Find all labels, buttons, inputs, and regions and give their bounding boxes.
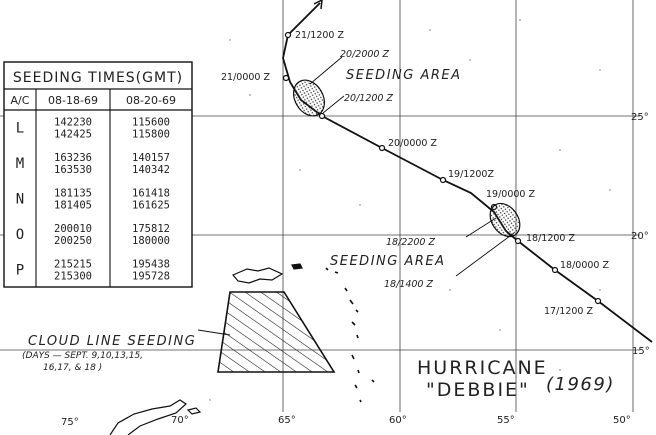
seeding-area-upper-label: SEEDING AREA xyxy=(346,68,462,83)
longitude-60: 60° xyxy=(389,415,407,426)
table-header-date2: 08-20-69 xyxy=(126,94,176,107)
table-cell-time: 140342 xyxy=(132,164,170,176)
label-18-1200: 18/1200 Z xyxy=(526,233,575,244)
table-cell-time: 140157 xyxy=(132,152,170,164)
marker-21-0000 xyxy=(282,74,290,82)
seeding-area-lower-ellipse xyxy=(489,202,521,238)
longitude-70: 70° xyxy=(171,415,189,426)
cloud-line-days-1: (DAYS — SEPT. 9,10,13,15, xyxy=(22,351,143,361)
table-cell-aircraft: L xyxy=(16,121,24,137)
seeding-area-lower-label: SEEDING AREA xyxy=(330,254,446,269)
island-cuba xyxy=(109,399,187,435)
label-18-1400: 18/1400 Z xyxy=(384,279,433,290)
label-18-2200: 18/2200 Z xyxy=(386,237,435,248)
seeding-area-upper-ellipse xyxy=(292,79,326,117)
speckle xyxy=(209,19,611,401)
table-cell-time: 142425 xyxy=(54,129,92,141)
table-cell-time: 200010 xyxy=(54,223,92,235)
table-cell-aircraft: O xyxy=(16,227,24,243)
table-cell-aircraft: P xyxy=(16,262,24,278)
track-arrow xyxy=(313,0,323,10)
table-cell-time: 215300 xyxy=(54,270,92,282)
table-cell-time: 115600 xyxy=(132,117,170,129)
table-header-date1: 08-18-69 xyxy=(48,94,98,107)
lesser-antilles xyxy=(325,267,375,403)
marker-17-1200 xyxy=(594,297,602,305)
island-hispaniola xyxy=(232,267,284,284)
latitude-labels: 25° 20° 15° xyxy=(631,112,650,357)
marker-20-1200 xyxy=(318,112,326,120)
longitude-75: 75° xyxy=(61,417,79,428)
table-cell-time: 195438 xyxy=(132,258,170,270)
marker-18-0000 xyxy=(551,266,559,274)
marker-20-0000 xyxy=(378,144,386,152)
table-cell-time: 115800 xyxy=(132,129,170,141)
label-18-0000: 18/0000 Z xyxy=(560,260,609,271)
table-cell-time: 175812 xyxy=(132,223,170,235)
table-frame xyxy=(3,61,193,288)
latitude-20: 20° xyxy=(631,231,649,242)
marker-18-1200 xyxy=(514,237,522,245)
longitude-labels: 75° 70° 65° 60° 55° 50° xyxy=(61,415,631,428)
table-cell-time: 163236 xyxy=(54,152,92,164)
island-jamaica xyxy=(186,407,202,415)
table-header-ac: A/C xyxy=(11,94,30,107)
track-labels: 21/1200 Z 21/0000 Z 20/2000 Z 20/1200 Z … xyxy=(221,30,609,317)
hurricane-year: (1969) xyxy=(546,374,615,395)
table-cell-aircraft: N xyxy=(16,192,24,208)
table-cell-time: 195728 xyxy=(132,270,170,282)
label-19-0000: 19/0000 Z xyxy=(486,189,535,200)
label-21-0000: 21/0000 Z xyxy=(221,72,270,83)
table-cell-aircraft: M xyxy=(16,156,24,172)
longitude-50: 50° xyxy=(613,415,631,426)
marker-19-1200 xyxy=(439,176,447,184)
marker-21-1200 xyxy=(284,31,292,39)
table-cell-time: 161418 xyxy=(132,188,170,200)
longitude-55: 55° xyxy=(497,415,515,426)
table-cell-time: 181135 xyxy=(54,188,92,200)
label-20-2000: 20/2000 Z xyxy=(340,49,389,60)
label-20-1200: 20/1200 Z xyxy=(344,93,393,104)
longitude-65: 65° xyxy=(278,415,296,426)
table-cell-time: 181405 xyxy=(54,200,92,212)
table-cell-time: 215215 xyxy=(54,258,92,270)
label-17-1200: 17/1200 Z xyxy=(544,306,593,317)
cloud-line-seeding-area xyxy=(217,291,336,373)
table-cell-time: 180000 xyxy=(132,235,170,247)
cloud-line-seeding-label: CLOUD LINE SEEDING xyxy=(28,334,196,349)
table-cell-time: 163530 xyxy=(54,164,92,176)
label-20-0000: 20/0000 Z xyxy=(388,138,437,149)
hurricane-title-line1: HURRICANE xyxy=(417,357,548,379)
island-puerto-rico xyxy=(291,263,303,270)
leader-lines xyxy=(197,56,515,336)
table-cell-time: 142230 xyxy=(54,117,92,129)
latitude-25: 25° xyxy=(631,112,649,123)
hurricane-title-line2: "DEBBIE" xyxy=(426,379,530,401)
label-21-1200: 21/1200 Z xyxy=(295,30,344,41)
seeding-times-table: SEEDING TIMES(GMT) A/C 08-18-69 08-20-69… xyxy=(3,61,193,288)
cloud-line-days-2: 16,17, & 18 ) xyxy=(43,363,102,373)
table-title: SEEDING TIMES(GMT) xyxy=(13,70,183,86)
islands xyxy=(109,263,375,435)
latitude-15: 15° xyxy=(632,346,650,357)
table-cell-time: 161625 xyxy=(132,200,170,212)
label-19-1200: 19/1200Z xyxy=(448,169,494,180)
table-cell-time: 200250 xyxy=(54,235,92,247)
